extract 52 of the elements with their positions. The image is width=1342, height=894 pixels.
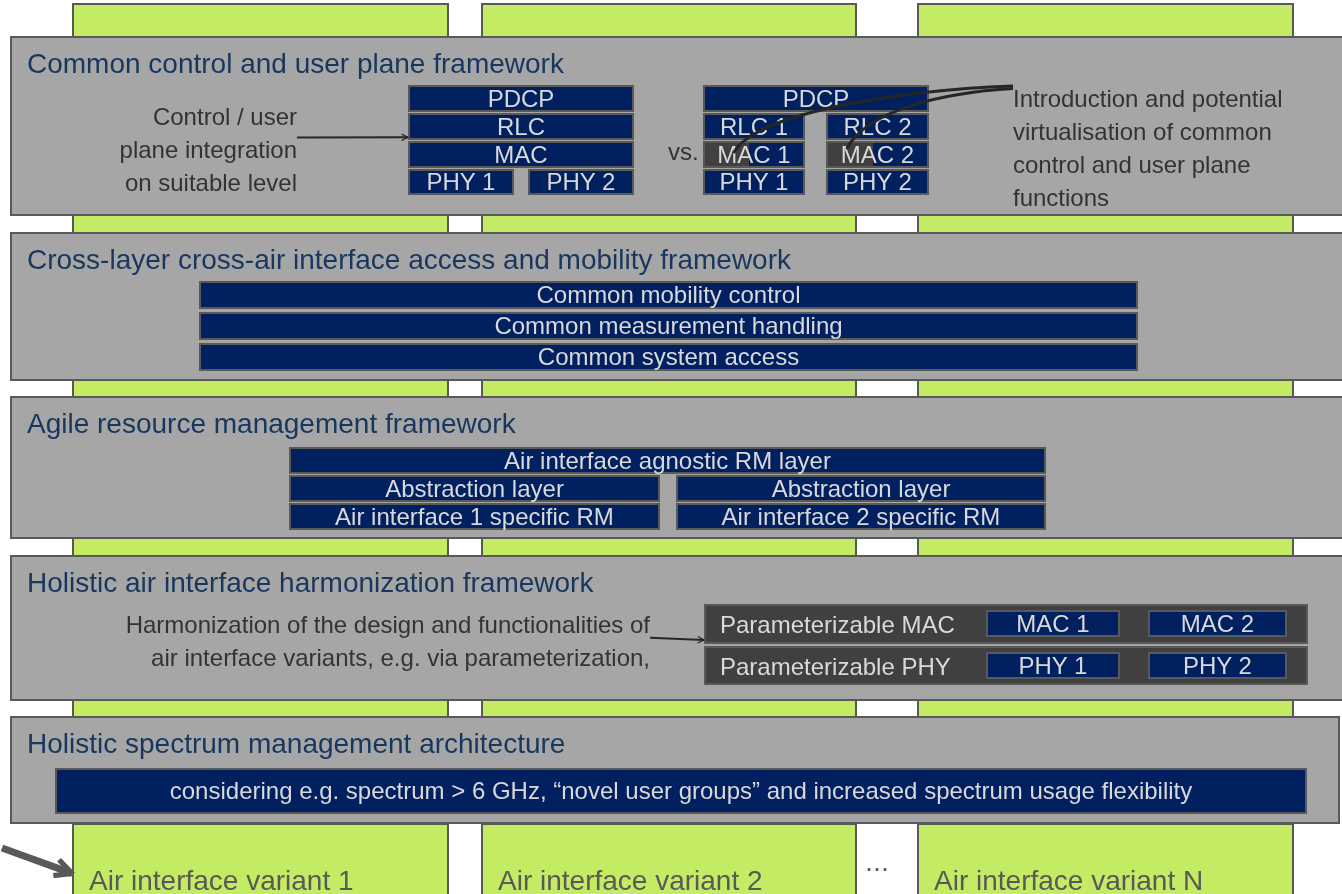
layer-bar: Abstraction layer [289,475,660,502]
parameter-row [704,646,1308,685]
arrow [649,635,705,644]
layer-bar: PHY 1 [986,652,1120,679]
framework-panel [10,716,1340,824]
layer-bar: PDCP [703,85,929,112]
layer-bar: PHY 1 [703,169,805,195]
framework-panel [10,396,1342,539]
layer-bar: considering e.g. spectrum > 6 GHz, “novel user groups” and increased spectrum usage flexibility [55,768,1307,814]
arrow [296,133,409,142]
layer-bar: MAC 1 [703,141,805,168]
layer-bar: MAC 2 [1148,610,1287,637]
arrow [0,844,75,879]
layer-bar: MAC 1 [986,610,1120,637]
air-interface-column [917,823,1294,894]
panel-title: Common control and user plane framework [27,50,564,78]
layer-bar: MAC [408,141,634,168]
layer-bar: PHY 2 [528,169,634,195]
air-interface-column [72,823,449,894]
row-label: Parameterizable MAC [720,613,955,637]
layer-bar: PHY 1 [408,169,514,195]
layer-bar: Common measurement handling [199,312,1138,340]
column-label: Air interface variant N [934,867,1204,894]
panel-title: Cross-layer cross-air interface access and mobility framework [27,246,791,274]
layer-bar: PDCP [408,85,634,112]
framework-panel [10,232,1342,381]
row-label: Parameterizable PHY [720,655,951,679]
column-label: Air interface variant 2 [498,867,763,894]
comparison-text: vs. [668,138,699,166]
layer-bar: PHY 2 [826,169,929,195]
note-text: Harmonization of the design and functionalities of air interface variants, e.g. via parameterization, [105,608,650,674]
panel-title: Holistic spectrum management architecture [27,730,566,758]
layer-bar: MAC 2 [826,141,929,168]
panel-title: Agile resource management framework [27,410,516,438]
note-text: Control / user plane integration on suitable level [80,100,297,199]
ellipsis-text: ⋯ [865,855,889,883]
leader-line [845,87,1014,150]
framework-panel [10,36,1342,216]
layer-bar: Common mobility control [199,281,1138,309]
layer-bar: Common system access [199,343,1138,371]
note-text: Introduction and potential virtualisation of common control and user plane functions [1013,82,1318,214]
panel-title: Holistic air interface harmonization framework [27,569,594,597]
framework-panel [10,555,1342,701]
layer-bar: Air interface 2 specific RM [676,503,1046,530]
layer-bar: Abstraction layer [676,475,1046,502]
layer-bar: PHY 2 [1148,652,1287,679]
layer-bar: RLC [408,113,634,140]
air-interface-column [481,823,857,894]
layer-bar: Air interface 1 specific RM [289,503,660,530]
parameter-row [704,604,1308,644]
layer-bar: Air interface agnostic RM layer [289,447,1046,474]
column-label: Air interface variant 1 [89,867,354,894]
